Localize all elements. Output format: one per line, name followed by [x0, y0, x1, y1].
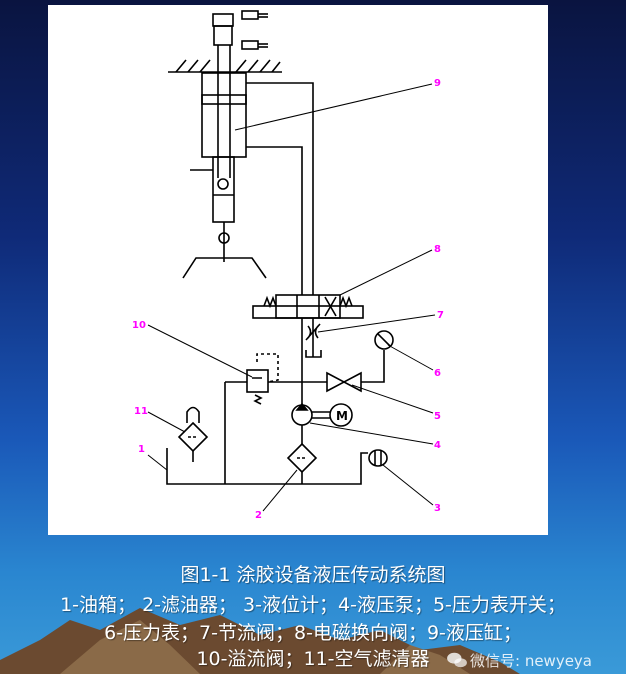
position-sensors — [241, 10, 268, 50]
oil-filter — [286, 442, 318, 474]
mountain-backdrop — [0, 608, 520, 674]
gauge-switch-valve — [326, 350, 385, 393]
legend-line-3: 10-溢流阀；11-空气滤清器 — [196, 648, 430, 670]
label-10: 10 — [132, 320, 146, 331]
ground-hatch — [168, 59, 282, 73]
pipe-a — [246, 82, 314, 295]
label-4: 4 — [434, 440, 441, 451]
hydraulic-pump: M — [291, 402, 353, 427]
wechat-icon — [447, 652, 467, 668]
label-11: 11 — [134, 406, 148, 417]
label-6: 6 — [434, 368, 441, 379]
relief-valve — [246, 353, 279, 405]
level-gauge — [368, 449, 388, 467]
figure-title: 图1-1 涂胶设备液压传动系统图 — [180, 564, 446, 586]
label-9: 9 — [434, 78, 441, 89]
label-7: 7 — [437, 310, 444, 321]
label-5: 5 — [434, 411, 441, 422]
hydraulic-diagram: M 9 8 7 6 5 4 3 2 1 10 11 — [132, 10, 444, 521]
hydraulic-cylinder — [182, 13, 267, 279]
pressure-gauge — [374, 330, 394, 350]
label-1: 1 — [138, 444, 145, 455]
legend-line-2: 6-压力表；7-节流阀；8-电磁换向阀；9-液压缸； — [104, 622, 522, 644]
watermark: 微信号: newyeya — [470, 652, 592, 670]
motor-letter: M — [336, 409, 348, 423]
label-2: 2 — [255, 510, 262, 521]
label-8: 8 — [434, 244, 441, 255]
leader-lines — [147, 83, 436, 512]
diagram-panel — [48, 5, 548, 535]
legend-line-1: 1-油箱； 2-滤油器； 3-液位计；4-液压泵；5-压力表开关； — [60, 594, 566, 616]
pipe-b — [246, 146, 303, 295]
oil-tank — [166, 382, 368, 485]
label-3: 3 — [434, 503, 441, 514]
throttle-valve — [305, 318, 322, 358]
solenoid-directional-valve — [252, 294, 364, 319]
air-filter — [177, 406, 209, 462]
